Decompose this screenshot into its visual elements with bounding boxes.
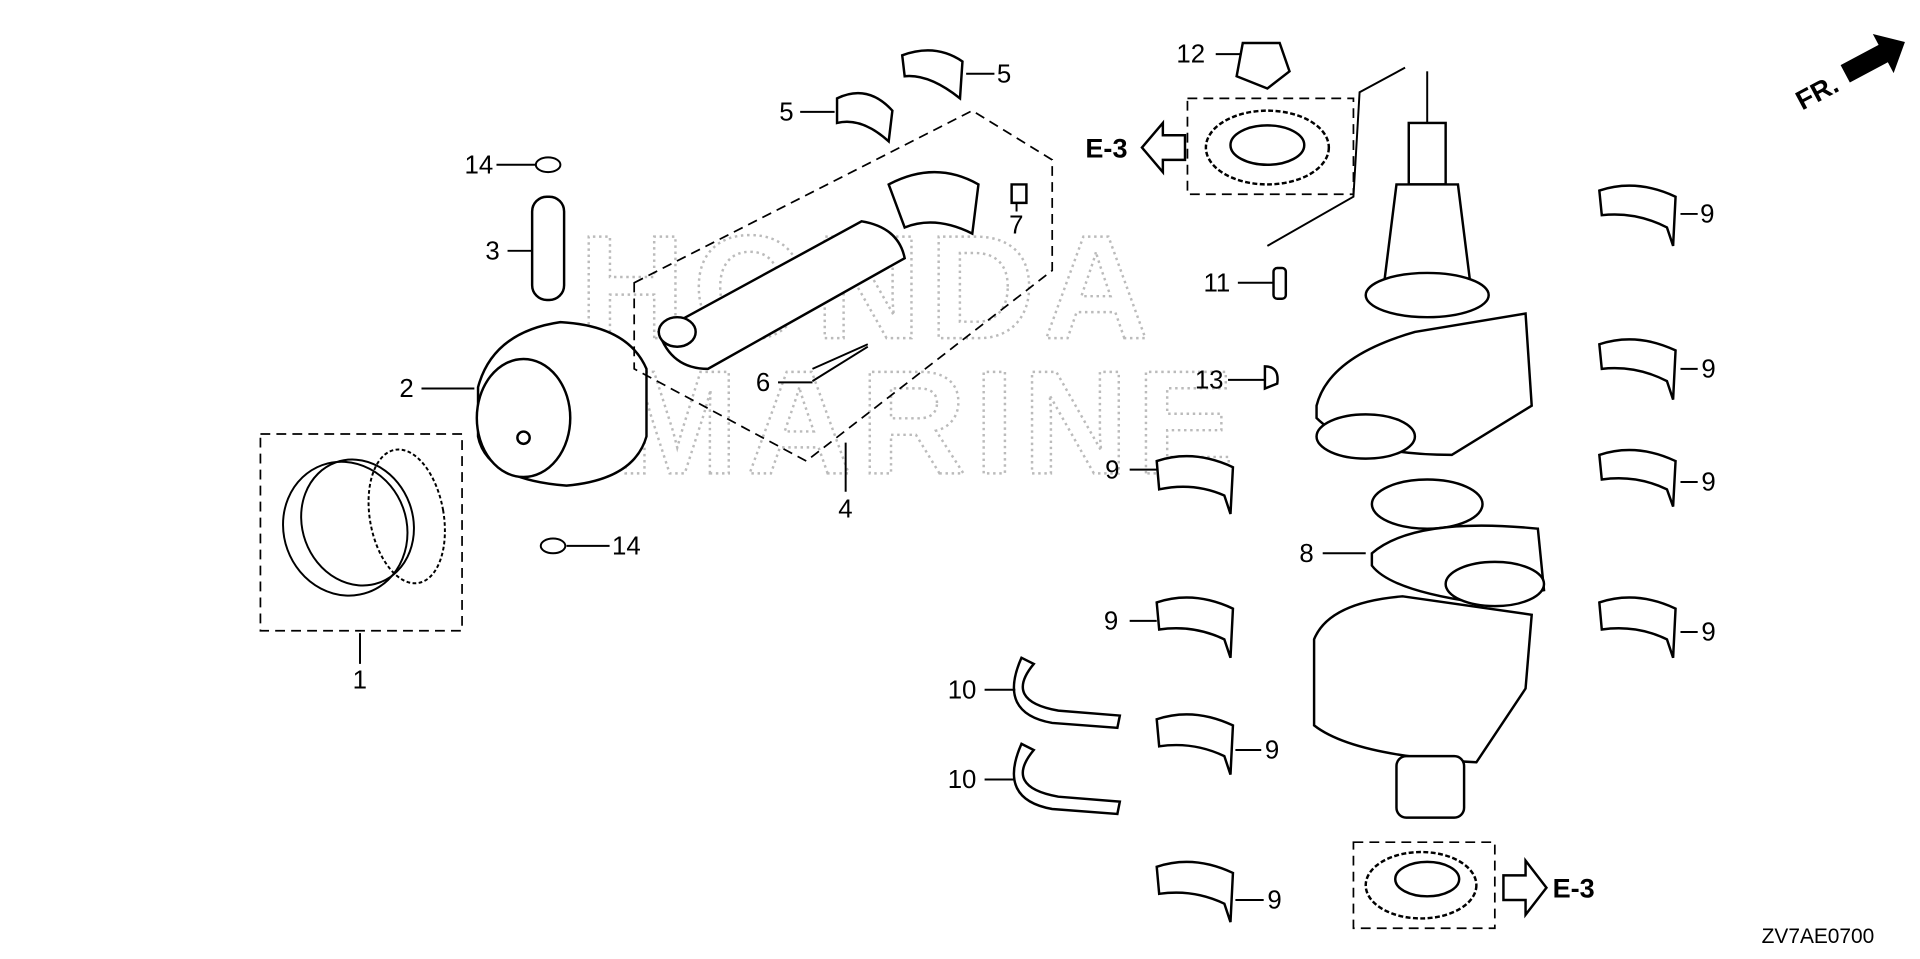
callout-5[interactable]: 5 [779, 98, 793, 126]
callout-9[interactable]: 9 [1104, 607, 1118, 635]
svg-text:MARINE: MARINE [616, 340, 1242, 505]
rod-bolt [811, 345, 869, 382]
callout-11[interactable]: 11 [1203, 269, 1230, 297]
front-arrow-icon [1840, 34, 1905, 83]
piston-pin [530, 195, 566, 302]
callout-6[interactable]: 6 [756, 369, 770, 397]
callout-9[interactable]: 9 [1701, 619, 1715, 647]
diagram-code: ZV7AE0700 [1762, 925, 1875, 948]
callout-12[interactable]: 12 [1176, 41, 1205, 69]
callout-8[interactable]: 8 [1299, 540, 1313, 568]
thrust-washer [1012, 656, 1122, 730]
reference-arrow-right-icon [1502, 857, 1549, 919]
front-indicator: FR. [1791, 34, 1905, 116]
callout-9[interactable]: 9 [1700, 201, 1714, 229]
oil-seal-bottom [1352, 841, 1496, 930]
key [1263, 365, 1279, 391]
piston-rings [259, 433, 463, 632]
callout-14[interactable]: 14 [465, 151, 494, 179]
reference-arrow-left-icon [1140, 119, 1187, 176]
oil-seal-top [1186, 97, 1355, 196]
crankshaft [1312, 121, 1546, 819]
callout-1[interactable]: 1 [353, 667, 367, 695]
front-label: FR. [1791, 69, 1844, 116]
reference-e3-top[interactable]: E-3 [1085, 133, 1127, 163]
leader-lines [359, 53, 1698, 901]
woodruff-key [1272, 266, 1288, 300]
piston-pin-clip [534, 156, 562, 174]
callout-2[interactable]: 2 [399, 375, 413, 403]
callout-7[interactable]: 7 [1009, 212, 1023, 240]
callout-14[interactable]: 14 [612, 532, 641, 560]
callout-4[interactable]: 4 [838, 496, 852, 524]
piston-pin-clip [539, 537, 567, 555]
callout-5[interactable]: 5 [997, 60, 1011, 88]
nut [1235, 41, 1291, 90]
reference-e3-bottom[interactable]: E-3 [1553, 874, 1595, 904]
connecting-rod [633, 109, 1054, 463]
rod-bearing-upper [900, 49, 964, 101]
callout-9[interactable]: 9 [1267, 887, 1281, 915]
main-bearings [1155, 184, 1677, 923]
rod-bearing-lower [835, 91, 894, 144]
callout-9[interactable]: 9 [1701, 355, 1715, 383]
callout-3[interactable]: 3 [485, 237, 499, 265]
callout-9[interactable]: 9 [1105, 456, 1119, 484]
callout-13[interactable]: 13 [1195, 367, 1224, 395]
piston [475, 320, 648, 487]
thrust-washer [1012, 742, 1122, 816]
callout-9[interactable]: 9 [1701, 469, 1715, 497]
callout-10[interactable]: 10 [948, 766, 977, 794]
callout-10[interactable]: 10 [948, 676, 977, 704]
callout-9[interactable]: 9 [1265, 737, 1279, 765]
